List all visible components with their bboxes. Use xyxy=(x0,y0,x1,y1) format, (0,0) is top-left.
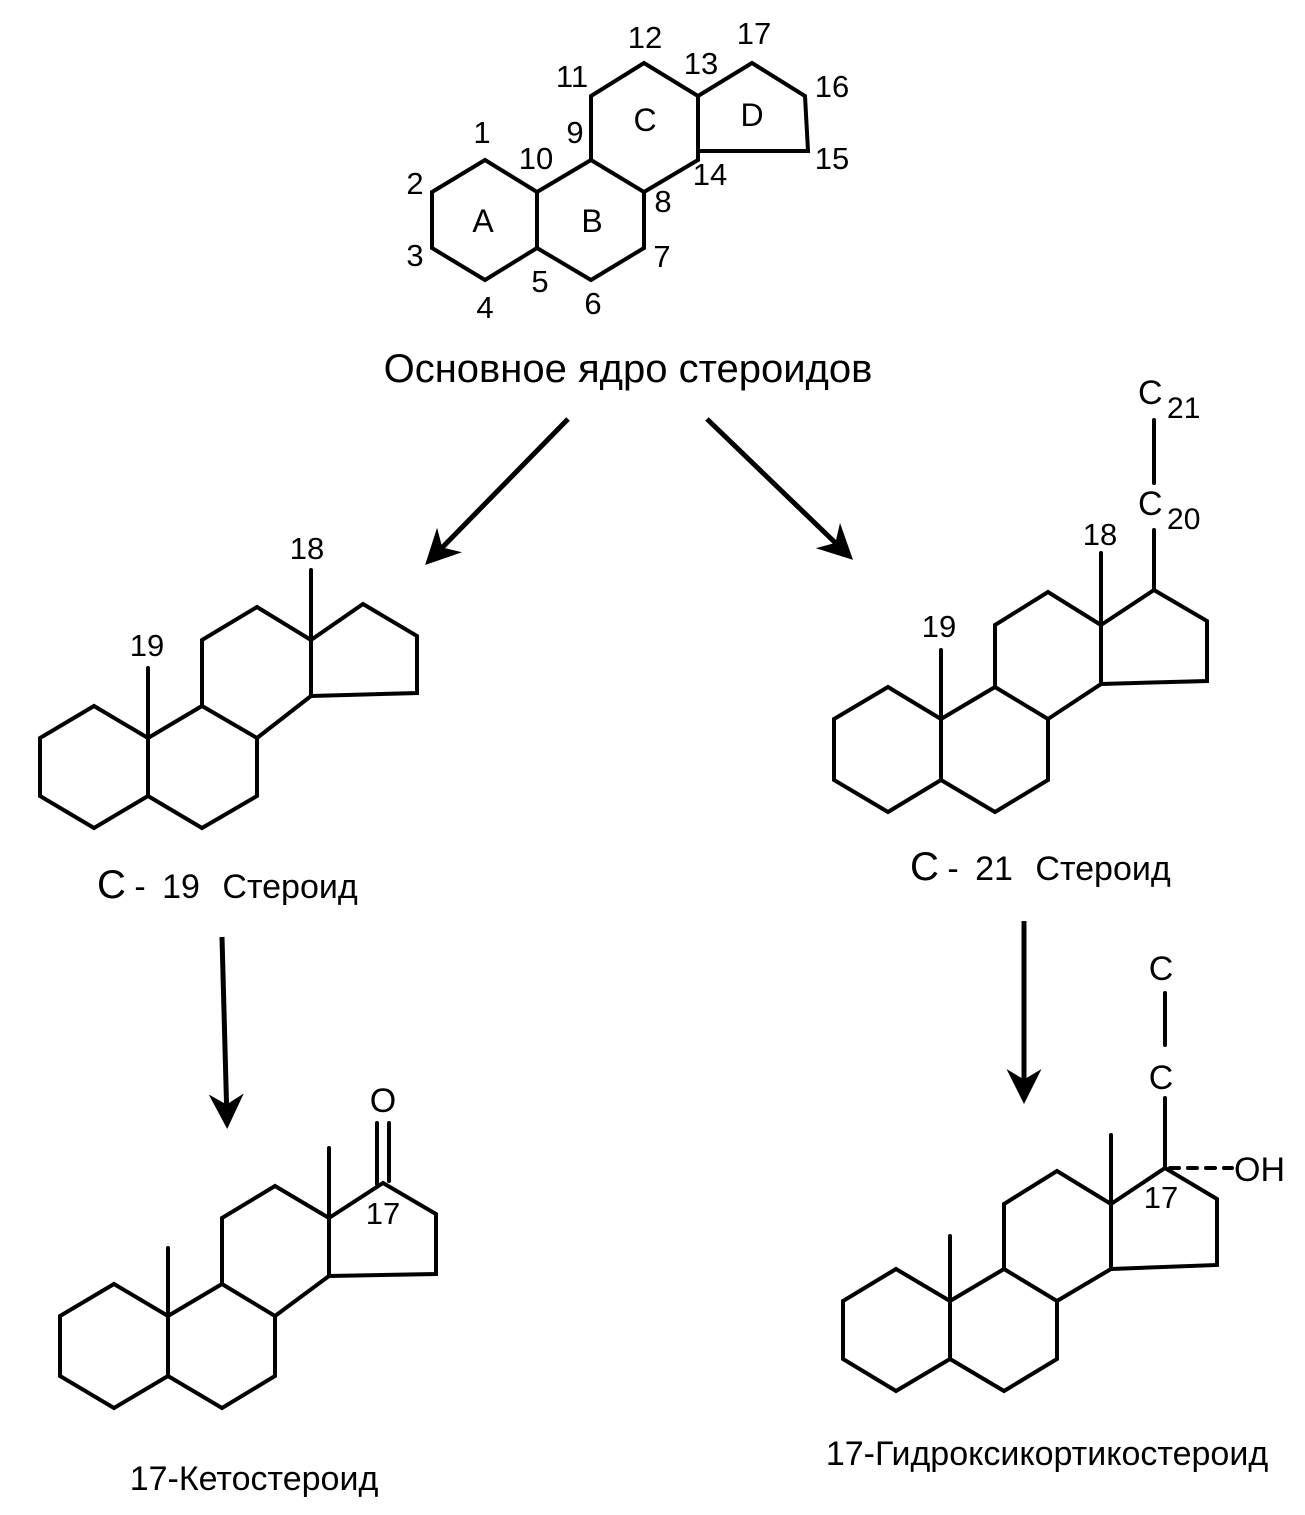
c19-ring-a xyxy=(38,703,150,831)
arrow-to-c21 xyxy=(705,417,854,560)
core-caption: Основное ядро стероидов xyxy=(384,347,873,391)
ring-label-b: B xyxy=(581,203,602,239)
arrow-to-ketosteroid xyxy=(208,936,244,1129)
atom-number-16: 16 xyxy=(815,69,849,104)
c19-caption: С - 19 Стероид xyxy=(97,863,358,907)
atom-number-12: 12 xyxy=(628,20,662,55)
keto-label-17: 17 xyxy=(366,1196,400,1231)
keto-ring-a-final xyxy=(58,1281,170,1411)
c21-caption-dash: - xyxy=(947,850,958,888)
c21-ring-d xyxy=(1099,587,1209,686)
c21-atom-c20: C 20 xyxy=(1138,485,1200,536)
keto-caption: 17-Кетостероид xyxy=(130,1460,379,1498)
core-ring-a xyxy=(430,157,539,283)
keto-ring-b-final xyxy=(166,1281,277,1411)
atom-number-7: 7 xyxy=(653,239,670,274)
c21-ring-a xyxy=(832,684,943,815)
hydroxy-ring-b xyxy=(948,1266,1059,1394)
atom-number-17: 17 xyxy=(737,16,771,51)
c21-atom-c21-symbol: C xyxy=(1138,374,1163,412)
atom-number-15: 15 xyxy=(815,141,849,176)
c21-label-18: 18 xyxy=(1083,517,1117,552)
ring-label-d: D xyxy=(740,97,763,133)
atom-number-5: 5 xyxy=(531,264,548,299)
hydroxy-caption: 17-Гидроксикортикостероид xyxy=(826,1435,1269,1473)
hydroxy-ring-d xyxy=(1109,1165,1219,1271)
atom-number-4: 4 xyxy=(476,290,493,325)
c21-caption-word: Стероид xyxy=(1035,850,1170,888)
arrow-to-c19 xyxy=(425,417,570,566)
c19-caption-word: Стероид xyxy=(222,868,357,906)
c19-caption-dash: - xyxy=(134,868,145,906)
c19-ring-d xyxy=(309,601,419,698)
ring-label-c: C xyxy=(633,102,656,138)
keto-ring-d-final xyxy=(327,1180,438,1278)
c21-atom-c21-subscript: 21 xyxy=(1167,392,1200,425)
hydroxy-c-mid: C xyxy=(1149,1059,1174,1097)
atom-number-11: 11 xyxy=(556,59,588,94)
c21-atom-c20-symbol: C xyxy=(1138,485,1163,523)
hydroxy-ring-a xyxy=(841,1266,952,1394)
atom-number-14: 14 xyxy=(693,157,727,192)
c19-label-19: 19 xyxy=(130,628,164,663)
atom-number-9: 9 xyxy=(566,115,583,150)
core-ring-d xyxy=(696,60,811,153)
hydroxy-oh: OH xyxy=(1234,1151,1285,1189)
c21-structure: 18 19 C 21 C 20 С - 21 Стероид xyxy=(832,374,1209,889)
c21-ring-c xyxy=(993,589,1103,721)
hydroxy-label-17: 17 xyxy=(1144,1180,1178,1215)
c19-caption-prefix: С xyxy=(97,863,126,907)
core-structure: A B C D 1 2 3 4 5 6 7 8 9 10 11 12 13 14… xyxy=(384,16,873,391)
atom-number-2: 2 xyxy=(406,166,423,201)
c21-caption-prefix: С xyxy=(910,845,939,889)
atom-number-6: 6 xyxy=(584,286,601,321)
atom-number-10: 10 xyxy=(519,141,553,176)
c21-atom-c21: C 21 xyxy=(1138,374,1200,425)
c19-structure: 18 19 С - 19 Стероид xyxy=(38,531,419,907)
c21-caption-number: 21 xyxy=(975,850,1013,888)
c21-atom-c20-subscript: 20 xyxy=(1167,503,1200,536)
c21-ring-b xyxy=(939,684,1050,815)
c19-ring-b xyxy=(146,703,259,831)
c21-caption: С - 21 Стероид xyxy=(910,845,1171,889)
c19-label-18: 18 xyxy=(290,531,324,566)
hydroxy-c-top: C xyxy=(1149,950,1174,988)
c19-caption-number: 19 xyxy=(162,868,200,906)
c21-label-19: 19 xyxy=(922,609,956,644)
core-ring-c xyxy=(589,60,700,194)
atom-number-13: 13 xyxy=(684,46,718,81)
atom-number-8: 8 xyxy=(654,184,671,219)
ring-label-a: A xyxy=(472,203,494,239)
atom-number-1: 1 xyxy=(473,115,490,150)
c19-ring-c xyxy=(200,604,313,740)
keto-ring-c-final xyxy=(220,1183,331,1318)
keto-oxygen: O xyxy=(370,1082,396,1120)
hydroxy-ring-c xyxy=(1002,1168,1113,1303)
atom-number-3: 3 xyxy=(406,238,423,273)
